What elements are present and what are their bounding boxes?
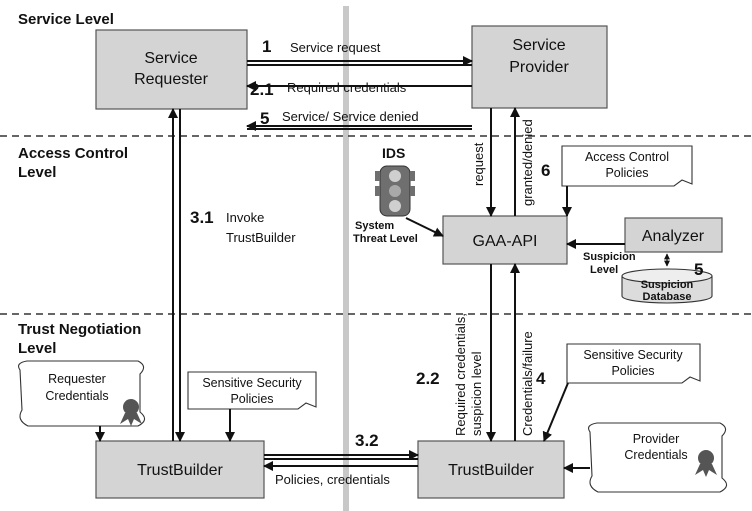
step-3-1-number: 3.1 — [190, 208, 214, 227]
trustbuilder-left-label: TrustBuilder — [137, 462, 223, 479]
sensitive-right-arrow — [542, 382, 569, 442]
invoke-trustbuilder-label: TrustBuilder — [226, 230, 296, 245]
service-level-label: Service Level — [18, 11, 114, 28]
threat-level-arrow — [405, 217, 444, 237]
service-request-label: Service request — [290, 40, 381, 55]
access-control-policies-document: Access Control Policies — [561, 145, 693, 187]
granted-denied-label: granted/denied — [520, 119, 535, 206]
access-policies-line2: Policies — [605, 166, 648, 180]
system-threat-label-line1: System — [355, 220, 394, 232]
suspicion-database-line1: Suspicion — [641, 279, 694, 291]
step-2-2-number: 2.2 — [416, 369, 440, 388]
requester-seal-icon — [123, 399, 139, 415]
gaa-api-node: GAA-API — [442, 215, 568, 265]
vertical-divider — [343, 6, 349, 511]
request-label: request — [471, 142, 486, 186]
sensitive-left-line2: Policies — [230, 392, 273, 406]
service-provider-node: Service Provider — [471, 25, 608, 109]
system-threat-label-line2: Threat Level — [353, 233, 418, 245]
access-policies-line1: Access Control — [585, 150, 669, 164]
provider-cred-line2: Credentials — [624, 448, 687, 462]
step-4-number: 4 — [536, 369, 546, 388]
required-credentials-label: Required credentials — [287, 80, 407, 95]
step-2-1-number: 2.1 — [250, 80, 274, 99]
sensitive-policies-left-document: Sensitive Security Policies — [187, 371, 317, 410]
service-requester-line2: Requester — [134, 71, 208, 88]
provider-credentials-scroll: Provider Credentials — [588, 422, 728, 493]
suspicion-database-line2: Database — [643, 291, 692, 303]
requester-cred-line1: Requester — [48, 372, 106, 386]
step-5-db-number: 5 — [694, 260, 703, 279]
provider-cred-line1: Provider — [633, 432, 680, 446]
required-credentials-suspicion-line1: Required credentials, — [453, 313, 468, 436]
service-provider-line2: Provider — [509, 59, 569, 76]
service-requester-node: Service Requester — [95, 29, 248, 110]
provider-seal-icon — [698, 450, 714, 466]
access-level-label-line2: Level — [18, 164, 56, 181]
trust-level-label-line2: Level — [18, 340, 56, 357]
trust-level-label-line1: Trust Negotiation — [18, 321, 141, 338]
step-3-2-number: 3.2 — [355, 431, 379, 450]
gaa-api-label: GAA-API — [473, 233, 538, 250]
service-requester-line1: Service — [144, 50, 197, 67]
service-denied-label: Service/ Service denied — [282, 109, 419, 124]
analyzer-node: Analyzer — [624, 217, 723, 253]
suspicion-level-label-line2: Level — [590, 264, 618, 276]
step-5-number: 5 — [260, 109, 269, 128]
sensitive-policies-right-document: Sensitive Security Policies — [566, 343, 701, 384]
step-1-number: 1 — [262, 37, 271, 56]
sensitive-right-line1: Sensitive Security — [583, 348, 683, 362]
invoke-label: Invoke — [226, 210, 264, 225]
requester-cred-line2: Credentials — [45, 389, 108, 403]
required-credentials-suspicion-line2: suspicion level — [469, 351, 484, 436]
step-6-number: 6 — [541, 161, 550, 180]
ids-label: IDS — [382, 145, 405, 161]
requester-credentials-scroll: Requester Credentials — [18, 360, 146, 427]
suspicion-level-label-line1: Suspicion — [583, 251, 636, 263]
analyzer-label: Analyzer — [642, 228, 705, 245]
credentials-failure-label: Credentials/failure — [520, 331, 535, 436]
trustbuilder-left-node: TrustBuilder — [95, 440, 265, 499]
service-provider-line1: Service — [512, 37, 565, 54]
suspicion-database-icon: Suspicion Database — [621, 268, 713, 304]
sensitive-left-line1: Sensitive Security — [202, 376, 302, 390]
access-level-label-line1: Access Control — [18, 145, 128, 162]
trustbuilder-right-label: TrustBuilder — [448, 462, 534, 479]
ids-traffic-light-icon — [375, 165, 415, 217]
trustbuilder-right-node: TrustBuilder — [417, 440, 565, 499]
policies-credentials-label: Policies, credentials — [275, 472, 390, 487]
sensitive-right-line2: Policies — [611, 364, 654, 378]
